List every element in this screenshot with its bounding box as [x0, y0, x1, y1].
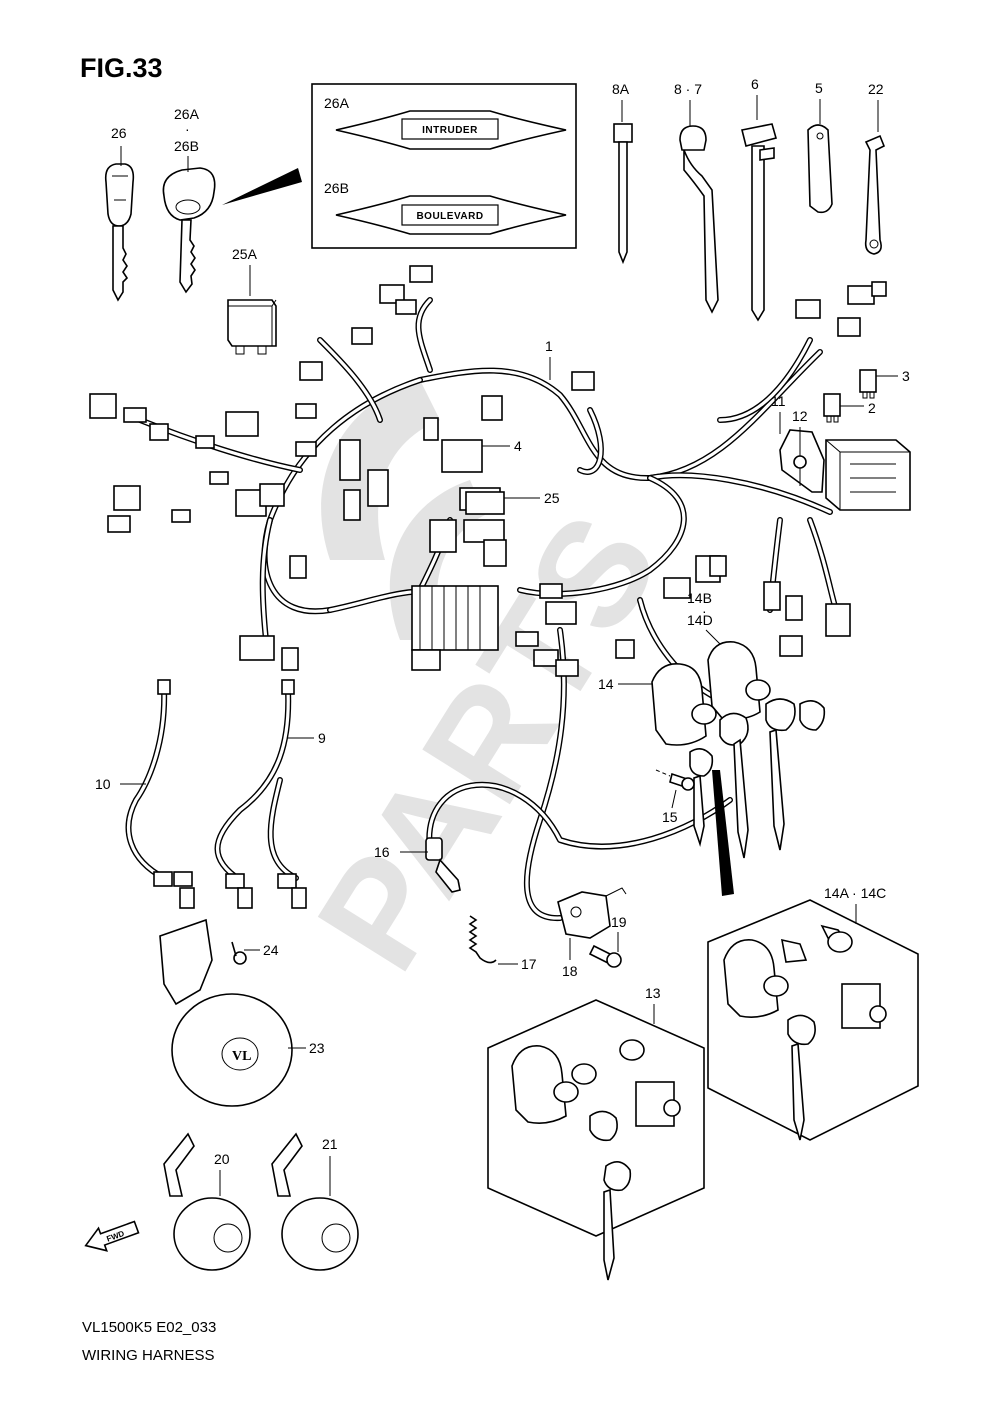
sensor-16[interactable]	[425, 837, 461, 893]
callout-19: 19	[611, 914, 627, 930]
key-26a-26b[interactable]	[162, 167, 216, 294]
cable-tie-8-7[interactable]	[679, 125, 719, 314]
lock-set-14a-14c[interactable]	[707, 899, 919, 1141]
fuse-3[interactable]	[859, 369, 877, 399]
callout-14b: 14B	[687, 590, 712, 606]
screw-15[interactable]	[669, 772, 695, 791]
callout-14-dot: ·	[702, 603, 707, 619]
badge-intruder-text: INTRUDER	[422, 125, 478, 136]
callout-26a: 26A	[174, 106, 200, 122]
connector-25[interactable]	[465, 491, 505, 515]
key-26[interactable]	[104, 163, 135, 302]
callout-17: 17	[521, 956, 537, 972]
fuse-2[interactable]	[823, 393, 841, 423]
callout-26-dot: ·	[185, 121, 190, 137]
leader-15-dash	[655, 769, 671, 777]
callout-9: 9	[318, 730, 326, 746]
callout-25a: 25A	[232, 246, 258, 262]
ignition-lock-14[interactable]	[651, 641, 826, 859]
relay-25a[interactable]	[227, 299, 277, 355]
callout-26: 26	[111, 125, 127, 141]
callout-2: 2	[868, 400, 876, 416]
callout-6: 6	[751, 76, 759, 92]
callout-1: 1	[545, 338, 553, 354]
callout-10: 10	[95, 776, 111, 792]
callout-11: 11	[771, 393, 786, 409]
callout-14d: 14D	[687, 612, 713, 628]
cable-tie-8a[interactable]	[613, 123, 633, 265]
callout-14a-14c: 14A · 14C	[824, 885, 886, 901]
footer-caption: WIRING HARNESS	[82, 1347, 215, 1364]
footer-model: VL1500K5 E02_033	[82, 1319, 216, 1336]
callout-20: 20	[214, 1151, 230, 1167]
callout-26b: 26B	[174, 138, 199, 154]
callout-14: 14	[598, 676, 614, 692]
inset-label-26a: 26A	[324, 95, 350, 111]
horn-20[interactable]	[163, 1132, 251, 1271]
bolt-24[interactable]	[231, 941, 247, 965]
callout-15: 15	[662, 809, 678, 825]
clamp-6[interactable]	[741, 123, 777, 322]
sub-harness-9[interactable]	[214, 679, 307, 909]
leader-14bd	[705, 629, 721, 645]
callout-21: 21	[322, 1136, 338, 1152]
callout-16: 16	[374, 844, 390, 860]
callout-13: 13	[645, 985, 661, 1001]
spring-17[interactable]	[468, 915, 497, 964]
inset-label-26b: 26B	[324, 180, 349, 196]
callout-8-7: 8 · 7	[674, 81, 702, 97]
bracket-22[interactable]	[864, 134, 886, 255]
callout-12: 12	[792, 408, 808, 424]
inset-pointer	[222, 168, 302, 205]
badge-inset: 26A INTRUDER 26B BOULEVARD	[311, 83, 577, 249]
horn-emblem: VL	[232, 1049, 251, 1064]
callout-25: 25	[544, 490, 560, 506]
callout-5: 5	[815, 80, 823, 96]
callout-8a: 8A	[612, 81, 630, 97]
callout-18: 18	[562, 963, 578, 979]
horn-23[interactable]: VL	[159, 918, 293, 1107]
callout-3: 3	[902, 368, 910, 384]
switch-18[interactable]	[557, 887, 627, 939]
horn-21[interactable]	[271, 1132, 359, 1271]
callout-24: 24	[263, 942, 279, 958]
harness-connectors	[89, 265, 887, 677]
leader-15	[671, 789, 677, 809]
badge-boulevard-text: BOULEVARD	[416, 211, 483, 222]
callout-4: 4	[514, 438, 522, 454]
fuse-box[interactable]	[825, 439, 911, 511]
figure-title: FIG.33	[80, 53, 163, 83]
sub-harness-10[interactable]	[125, 679, 195, 909]
callout-23: 23	[309, 1040, 325, 1056]
lock-set-pointer	[712, 770, 734, 896]
screw-19[interactable]	[588, 944, 622, 968]
fwd-arrow-icon: FWD	[84, 1220, 140, 1252]
callout-22: 22	[868, 81, 884, 97]
clamp-5[interactable]	[807, 124, 833, 214]
lock-set-13[interactable]	[487, 999, 705, 1281]
